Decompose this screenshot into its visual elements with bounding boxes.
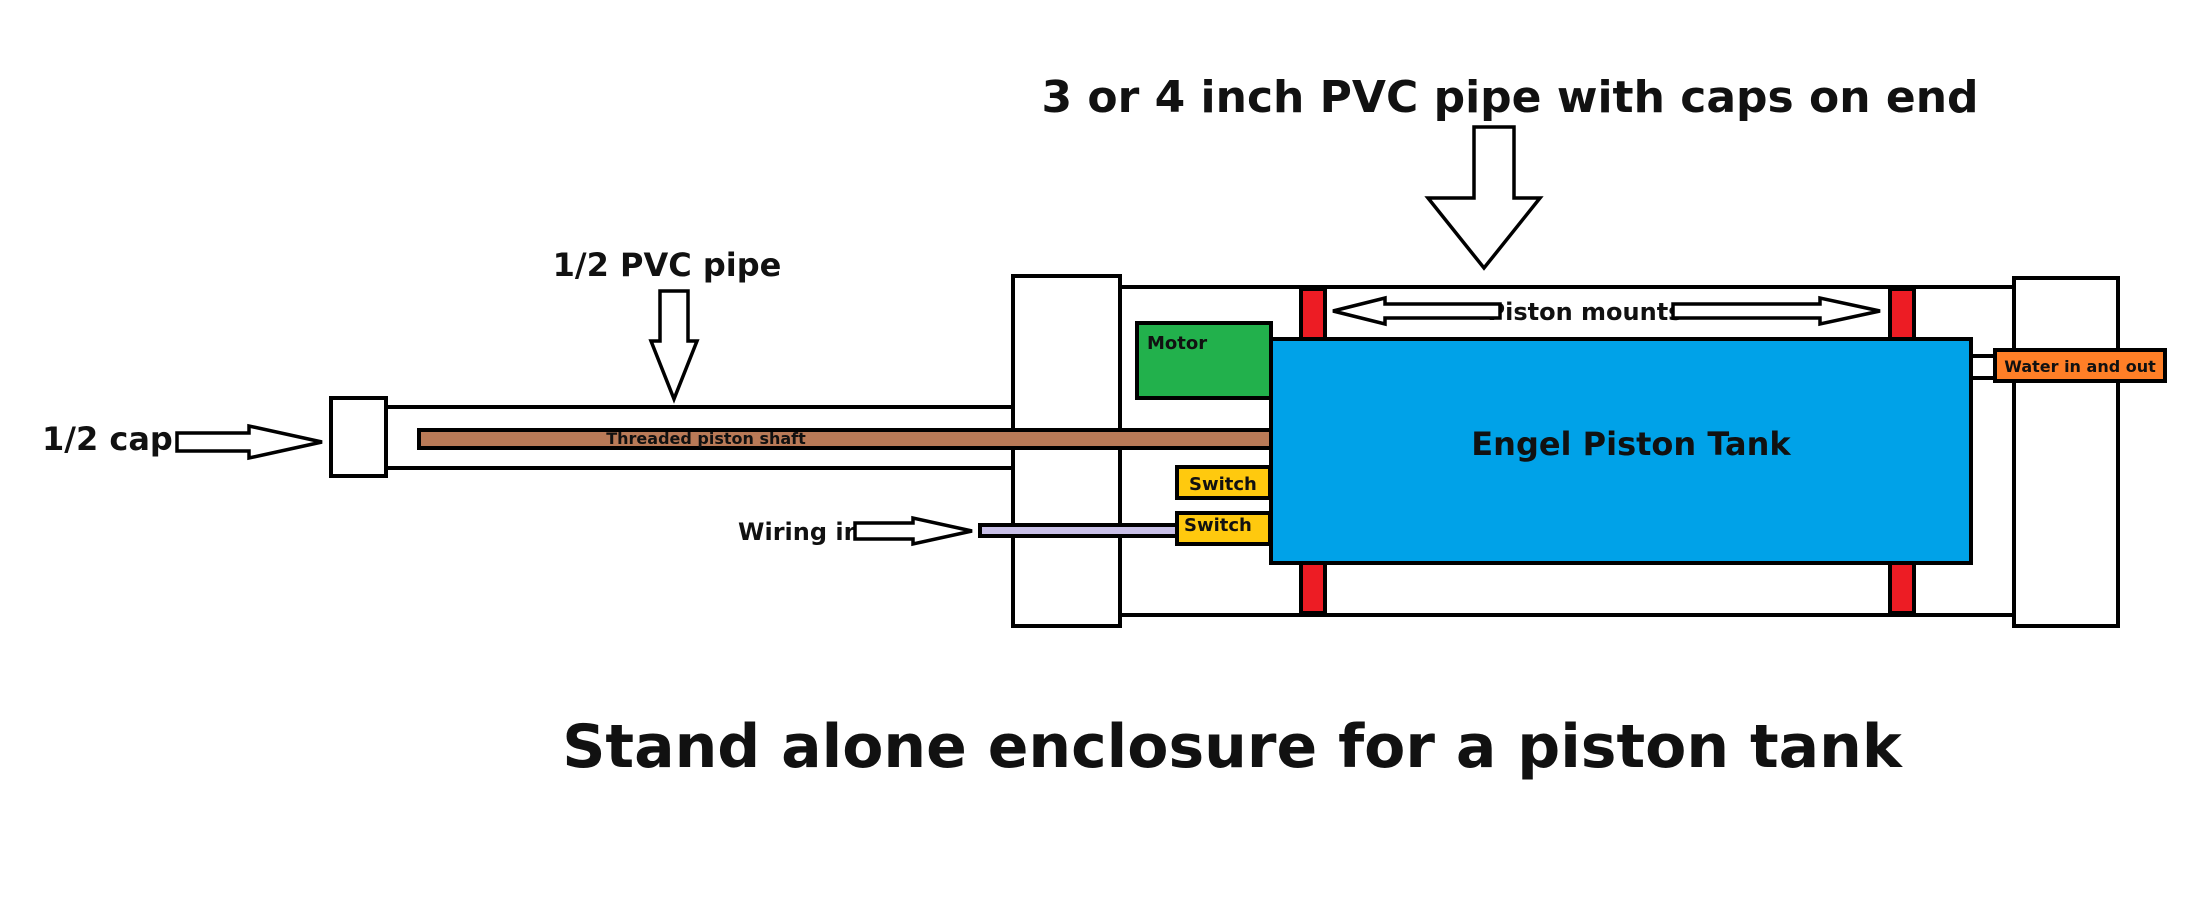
threaded-shaft-label: Threaded piston shaft (606, 429, 806, 448)
water-in-out (1993, 348, 2167, 383)
wiring-conduit (978, 523, 1179, 538)
motor-label: Motor (1147, 333, 1207, 354)
pvc-half-pipe-label: 1/2 PVC pipe (553, 246, 782, 284)
switch-top-label: Switch (1189, 474, 1257, 495)
switch-bottom-label: Switch (1184, 515, 1252, 536)
engel-piston-tank (1269, 337, 1973, 565)
half-cap-label: 1/2 cap (42, 420, 173, 458)
threaded-piston-shaft (417, 428, 1275, 450)
diagram-title: Stand alone enclosure for a piston tank (562, 712, 1904, 782)
water-label: Water in and out (2004, 357, 2156, 376)
water-outlet-stub (1969, 354, 1997, 380)
pvc-half-pipe-arrow (648, 289, 700, 404)
wiring-in-arrow (853, 515, 973, 547)
half-cap-arrow (175, 423, 323, 461)
wiring-in-label: Wiring in (738, 518, 861, 546)
half-pvc-cap (329, 396, 388, 478)
piston-mount-top-left (1299, 287, 1327, 341)
piston-mounts-right-arrow (1671, 295, 1881, 327)
piston-mount-top-right (1888, 287, 1916, 341)
tank-label: Engel Piston Tank (1471, 425, 1791, 463)
left-end-cap (1011, 274, 1122, 628)
piston-mounts-label: Piston mounts (1488, 298, 1683, 326)
pvc-large-pipe-label: 3 or 4 inch PVC pipe with caps on end (1041, 72, 1978, 123)
pvc-large-pipe-arrow (1424, 125, 1544, 271)
switch-top (1175, 465, 1272, 500)
piston-mount-bottom-left (1299, 561, 1327, 615)
right-end-cap (2012, 276, 2120, 628)
piston-mount-bottom-right (1888, 561, 1916, 615)
piston-mounts-left-arrow (1332, 295, 1502, 327)
